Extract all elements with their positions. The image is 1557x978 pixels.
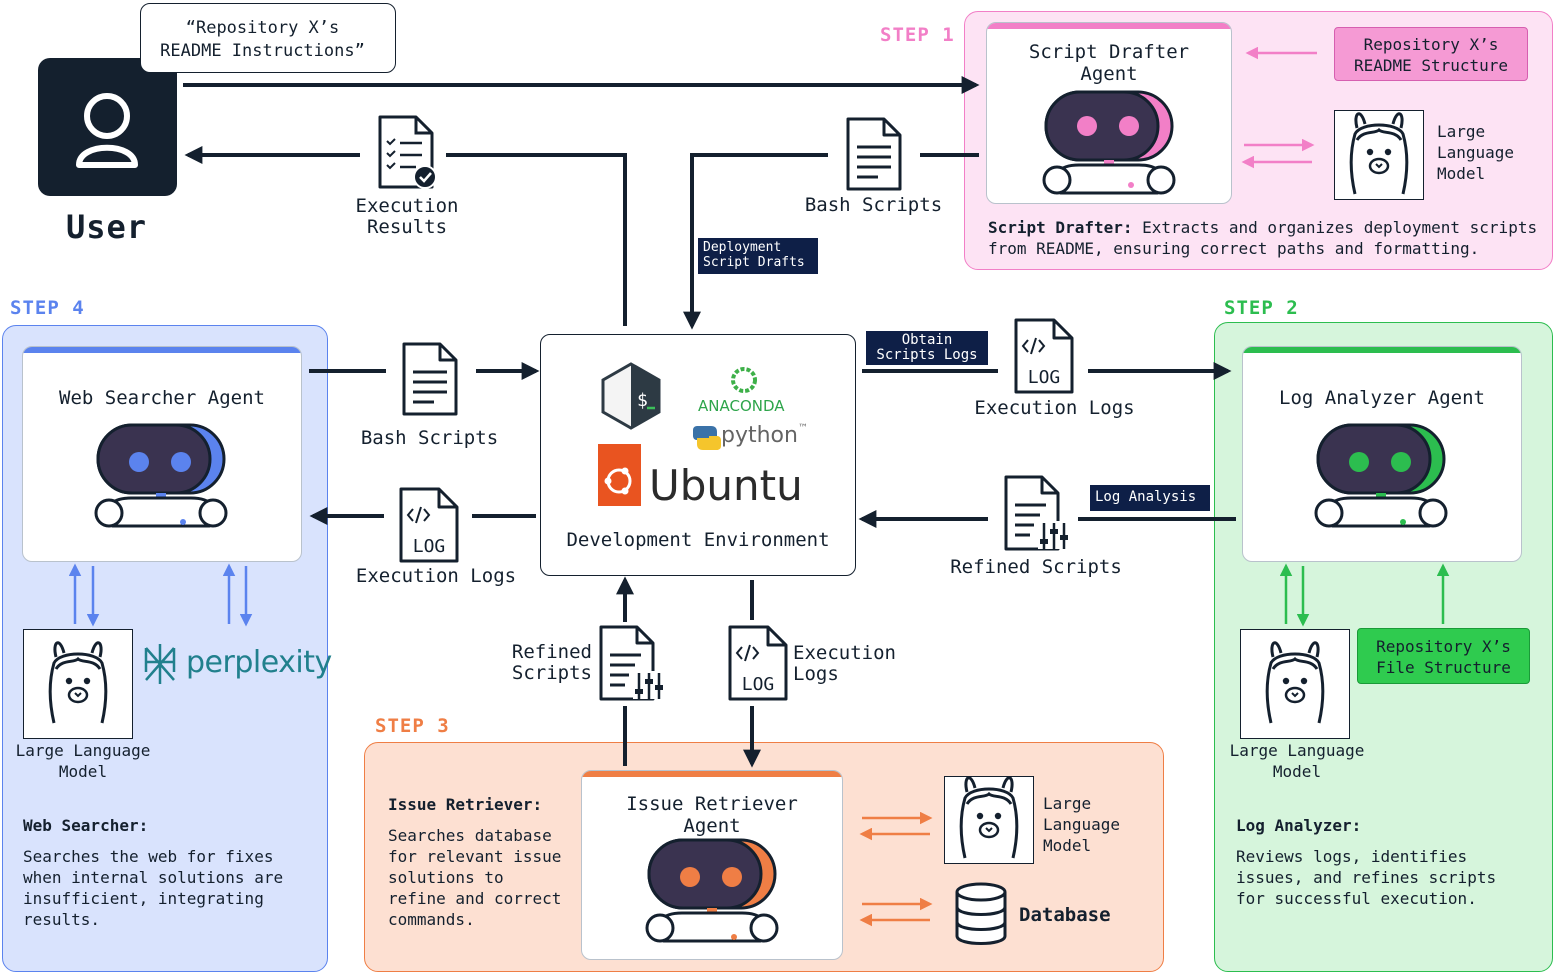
step4-desc-title: Web Searcher: — [23, 816, 149, 835]
execution-logs-right-label: Execution Logs — [974, 397, 1135, 419]
step1-desc: Script Drafter: Extracts and organizes d… — [988, 217, 1544, 259]
user-avatar-box — [38, 58, 177, 196]
dev-env-title: Development Environment — [566, 529, 830, 551]
log-analysis-tag: Log Analysis — [1090, 485, 1210, 511]
database-icon — [955, 882, 1007, 945]
obtain-scripts-logs-tag: Obtain Scripts Logs — [866, 331, 988, 365]
step4-label: STEP 4 — [10, 297, 85, 319]
perplexity-logo-text: perplexity — [186, 645, 332, 680]
step2-llm-label: Large Language Model — [1229, 741, 1365, 781]
bash-scripts-left-doc-icon — [402, 342, 458, 416]
anaconda-logo-text: ANACONDA — [698, 397, 785, 415]
python-snake-icon — [693, 426, 721, 450]
step1-label: STEP 1 — [880, 24, 955, 46]
readme-instructions-text: “Repository X’s README Instructions” — [160, 18, 365, 61]
step3-label: STEP 3 — [375, 715, 450, 737]
step4-desc-text: Searches the web for fixes when internal… — [23, 847, 284, 929]
llama-icon-step1 — [1349, 112, 1409, 196]
execution-results-doc-icon — [378, 115, 437, 189]
web-searcher-agent-title: Web Searcher Agent — [59, 387, 265, 409]
python-logo-text: python™ — [721, 423, 808, 448]
ubuntu-logo-text: Ubuntu — [649, 461, 803, 510]
ubuntu-logo-icon — [598, 444, 641, 506]
script-drafter-robot-icon — [1042, 90, 1176, 195]
svg-text:$: $ — [637, 390, 648, 411]
speech-bubble: “Repository X’s README Instructions” — [140, 3, 396, 73]
step4-llm-label: Large Language Model — [15, 741, 151, 781]
refined-scripts-right-doc-icon — [1004, 475, 1070, 551]
web-searcher-robot-icon — [94, 423, 228, 528]
repo-readme-structure-tag: Repository X’s README Structure — [1334, 27, 1528, 81]
execution-logs-bottom-label: Execution Logs — [793, 642, 896, 685]
step2-desc-title: Log Analyzer: — [1236, 816, 1362, 835]
log-analyzer-robot-icon — [1314, 423, 1448, 528]
execution-results-label: Execution Results — [355, 195, 459, 238]
issue-retriever-agent-title: Issue Retriever Agent — [626, 793, 798, 837]
user-label: User — [66, 208, 148, 246]
refined-scripts-right-label: Refined Scripts — [950, 556, 1122, 578]
step1-desc-title: Script Drafter: — [988, 218, 1133, 237]
issue-retriever-robot-icon — [645, 838, 779, 943]
step1-desc-text: Extracts and organizes deployment script… — [988, 218, 1538, 258]
llama-icon-step4 — [48, 641, 108, 725]
bash-shell-logo-icon: $ — [601, 362, 661, 430]
execution-logs-left-label: Execution Logs — [355, 565, 517, 587]
step2-label: STEP 2 — [1224, 297, 1299, 319]
development-environment-box: ANACONDA python™ Ubuntu Development Envi… — [540, 334, 856, 576]
refined-scripts-bottom-label: Refined Scripts — [511, 641, 592, 684]
bash-scripts-left-label: Bash Scripts — [360, 427, 499, 449]
step3-desc-title: Issue Retriever: — [388, 795, 543, 814]
llama-icon-step2 — [1265, 641, 1325, 725]
execution-logs-left-doc-icon — [399, 487, 459, 563]
execution-logs-bottom-doc-icon — [728, 625, 788, 701]
step1-llm-label: Large Language Model — [1437, 122, 1515, 183]
perplexity-logo-icon — [144, 644, 176, 684]
llama-icon-step3 — [959, 776, 1019, 860]
repo-file-structure-tag: Repository X’s File Structure — [1357, 628, 1530, 684]
step2-desc-text: Reviews logs, identifies issues, and ref… — [1236, 847, 1497, 908]
user-icon — [76, 93, 138, 168]
execution-logs-right-doc-icon — [1014, 318, 1074, 394]
deployment-script-drafts-tag: Deployment Script Drafts — [698, 238, 818, 274]
bash-scripts-top-doc-icon — [846, 117, 902, 191]
anaconda-ring-icon — [731, 367, 757, 393]
database-label: Database — [1019, 904, 1111, 926]
refined-scripts-bottom-doc-icon — [599, 625, 665, 701]
script-drafter-agent-title: Script Drafter Agent — [1028, 41, 1190, 85]
step3-llm-label: Large Language Model — [1043, 794, 1121, 855]
step3-desc-text: Searches database for relevant issue sol… — [388, 826, 562, 929]
bash-to-env-arrow — [683, 153, 828, 330]
bash-scripts-top-label: Bash Scripts — [804, 194, 943, 216]
log-analyzer-agent-title: Log Analyzer Agent — [1279, 387, 1485, 409]
